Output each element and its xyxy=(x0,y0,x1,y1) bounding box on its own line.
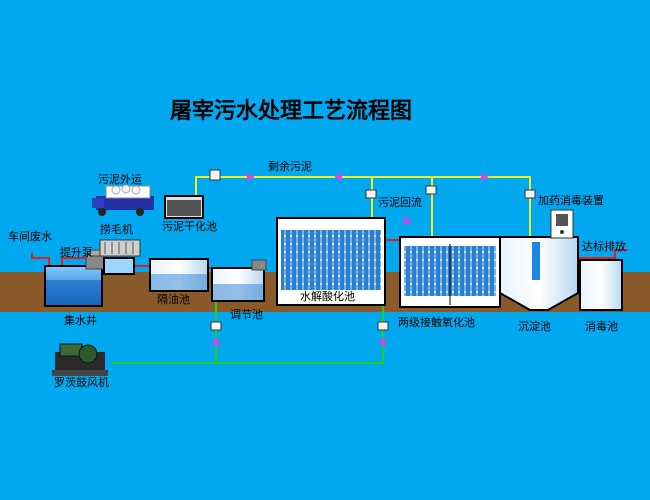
hydrolysis-tank xyxy=(276,217,386,306)
diagram-title: 屠宰污水处理工艺流程图 xyxy=(170,98,412,124)
label-discharge: 达标排放 xyxy=(582,239,626,253)
settling-tank xyxy=(499,236,579,311)
label-roots-blower: 罗茨鼓风机 xyxy=(54,375,109,389)
oil-separation-tank xyxy=(149,258,209,292)
contact-oxidation-tank xyxy=(399,236,501,308)
screen-machine xyxy=(99,239,141,275)
label-dosing-device: 加药消毒装置 xyxy=(538,193,604,207)
roots-blower xyxy=(52,343,108,376)
label-sludge-out: 污泥外运 xyxy=(98,173,142,186)
label-sludge-return: 污泥回流 xyxy=(378,195,422,209)
label-settling-tank: 沉淀池 xyxy=(518,319,551,333)
label-sludge-drying: 污泥干化池 xyxy=(162,219,217,233)
label-contact-oxidation: 两级接触氧化池 xyxy=(398,315,475,329)
valve-icons xyxy=(209,169,536,331)
sludge-drying-tank xyxy=(164,195,204,219)
disinfection-tank xyxy=(579,259,623,311)
label-collection-well: 集水井 xyxy=(64,313,97,327)
label-regulating-tank: 调节池 xyxy=(230,308,263,321)
dosing-device xyxy=(550,209,574,239)
collection-well xyxy=(44,265,103,307)
label-lift-pump: 提升泵 xyxy=(60,246,93,259)
label-screen-machine: 捞毛机 xyxy=(100,222,133,236)
label-workshop-wastewater: 车间废水 xyxy=(8,229,52,243)
label-hydrolysis-tank: 水解酸化池 xyxy=(300,289,355,303)
label-disinfection-tank: 消毒池 xyxy=(585,319,618,333)
sludge-truck xyxy=(92,184,154,216)
label-excess-sludge: 剩余污泥 xyxy=(268,159,312,173)
regulating-tank xyxy=(211,259,267,302)
label-oil-separation: 隔油池 xyxy=(157,292,190,306)
